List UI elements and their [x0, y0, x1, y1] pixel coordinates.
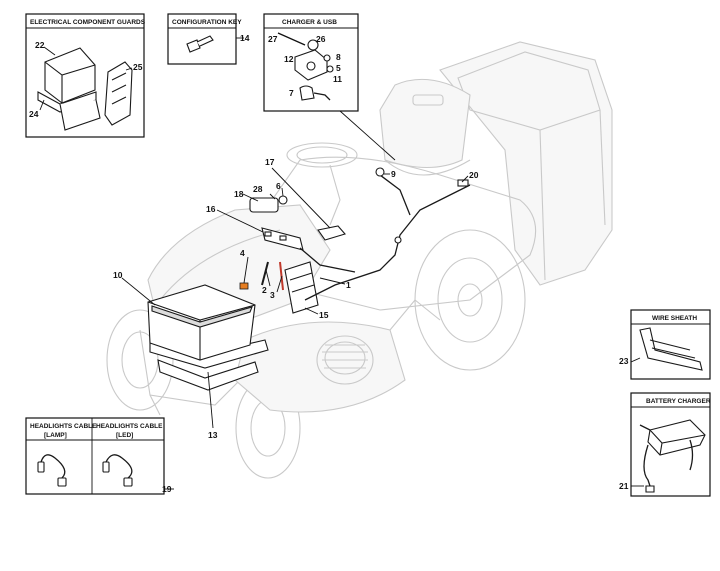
box-wire-sheath: WIRE SHEATH 23	[619, 309, 711, 380]
callout-13: 13	[208, 430, 218, 440]
box-charger-usb: CHARGER & USB 27 26 12 8 5 11 7	[263, 13, 396, 161]
callout-4: 4	[240, 248, 245, 258]
headlights-led-title-2: [LED]	[116, 432, 133, 439]
callout-15: 15	[319, 310, 329, 320]
box-headlights-cables: HEADLIGHTS CABLE [LAMP] HEADLIGHTS CABLE…	[25, 417, 174, 495]
mower-ghost-outline	[106, 41, 613, 479]
headlights-lamp-title-2: [LAMP]	[44, 432, 67, 439]
callout-23: 23	[619, 356, 629, 366]
callout-21: 21	[619, 481, 629, 491]
callout-11: 11	[333, 74, 342, 84]
callout-18: 18	[234, 189, 244, 199]
callout-14: 14	[240, 33, 250, 43]
callout-16: 16	[206, 204, 216, 214]
ignition-key-switch	[249, 195, 288, 213]
callout-labels: 9 20 17 18 28 6 16 4 10 2 3 1 15 13	[113, 157, 479, 440]
callout-24: 24	[29, 109, 39, 119]
box-electrical-component-guards: ELECTRICAL COMPONENT GUARDS 22 25 24	[25, 13, 146, 138]
callout-9: 9	[391, 169, 396, 179]
callout-7: 7	[289, 88, 294, 98]
box-battery-charger: BATTERY CHARGER 21	[619, 392, 711, 497]
box-configuration-key: CONFIGURATION KEY 14	[167, 13, 250, 65]
callout-8: 8	[336, 52, 341, 62]
wiring-harness	[299, 167, 471, 301]
headlights-led-title-1: HEADLIGHTS CABLE	[96, 423, 163, 430]
battery	[147, 284, 256, 361]
relay-module	[284, 261, 319, 314]
callout-2: 2	[262, 285, 267, 295]
callout-19: 19	[162, 484, 172, 494]
callout-26: 26	[316, 34, 326, 44]
callout-leaders	[121, 167, 469, 429]
charger-usb-title: CHARGER & USB	[282, 19, 337, 26]
callout-22: 22	[35, 40, 45, 50]
callout-3: 3	[270, 290, 275, 300]
config-key-title: CONFIGURATION KEY	[172, 19, 242, 26]
dashboard-panel	[317, 225, 346, 241]
callout-6: 6	[276, 181, 281, 191]
callout-28: 28	[253, 184, 263, 194]
wire-sheath-title: WIRE SHEATH	[652, 315, 697, 322]
callout-20: 20	[469, 170, 479, 180]
headlights-lamp-title-1: HEADLIGHTS CABLE	[30, 423, 97, 430]
callout-17: 17	[265, 157, 275, 167]
callout-1: 1	[346, 280, 351, 290]
callout-12: 12	[284, 54, 294, 64]
callout-25: 25	[133, 62, 143, 72]
callout-5: 5	[336, 63, 341, 73]
callout-10: 10	[113, 270, 123, 280]
guards-title: ELECTRICAL COMPONENT GUARDS	[30, 19, 146, 26]
callout-27: 27	[268, 34, 278, 44]
battery-charger-title: BATTERY CHARGER	[646, 398, 711, 405]
